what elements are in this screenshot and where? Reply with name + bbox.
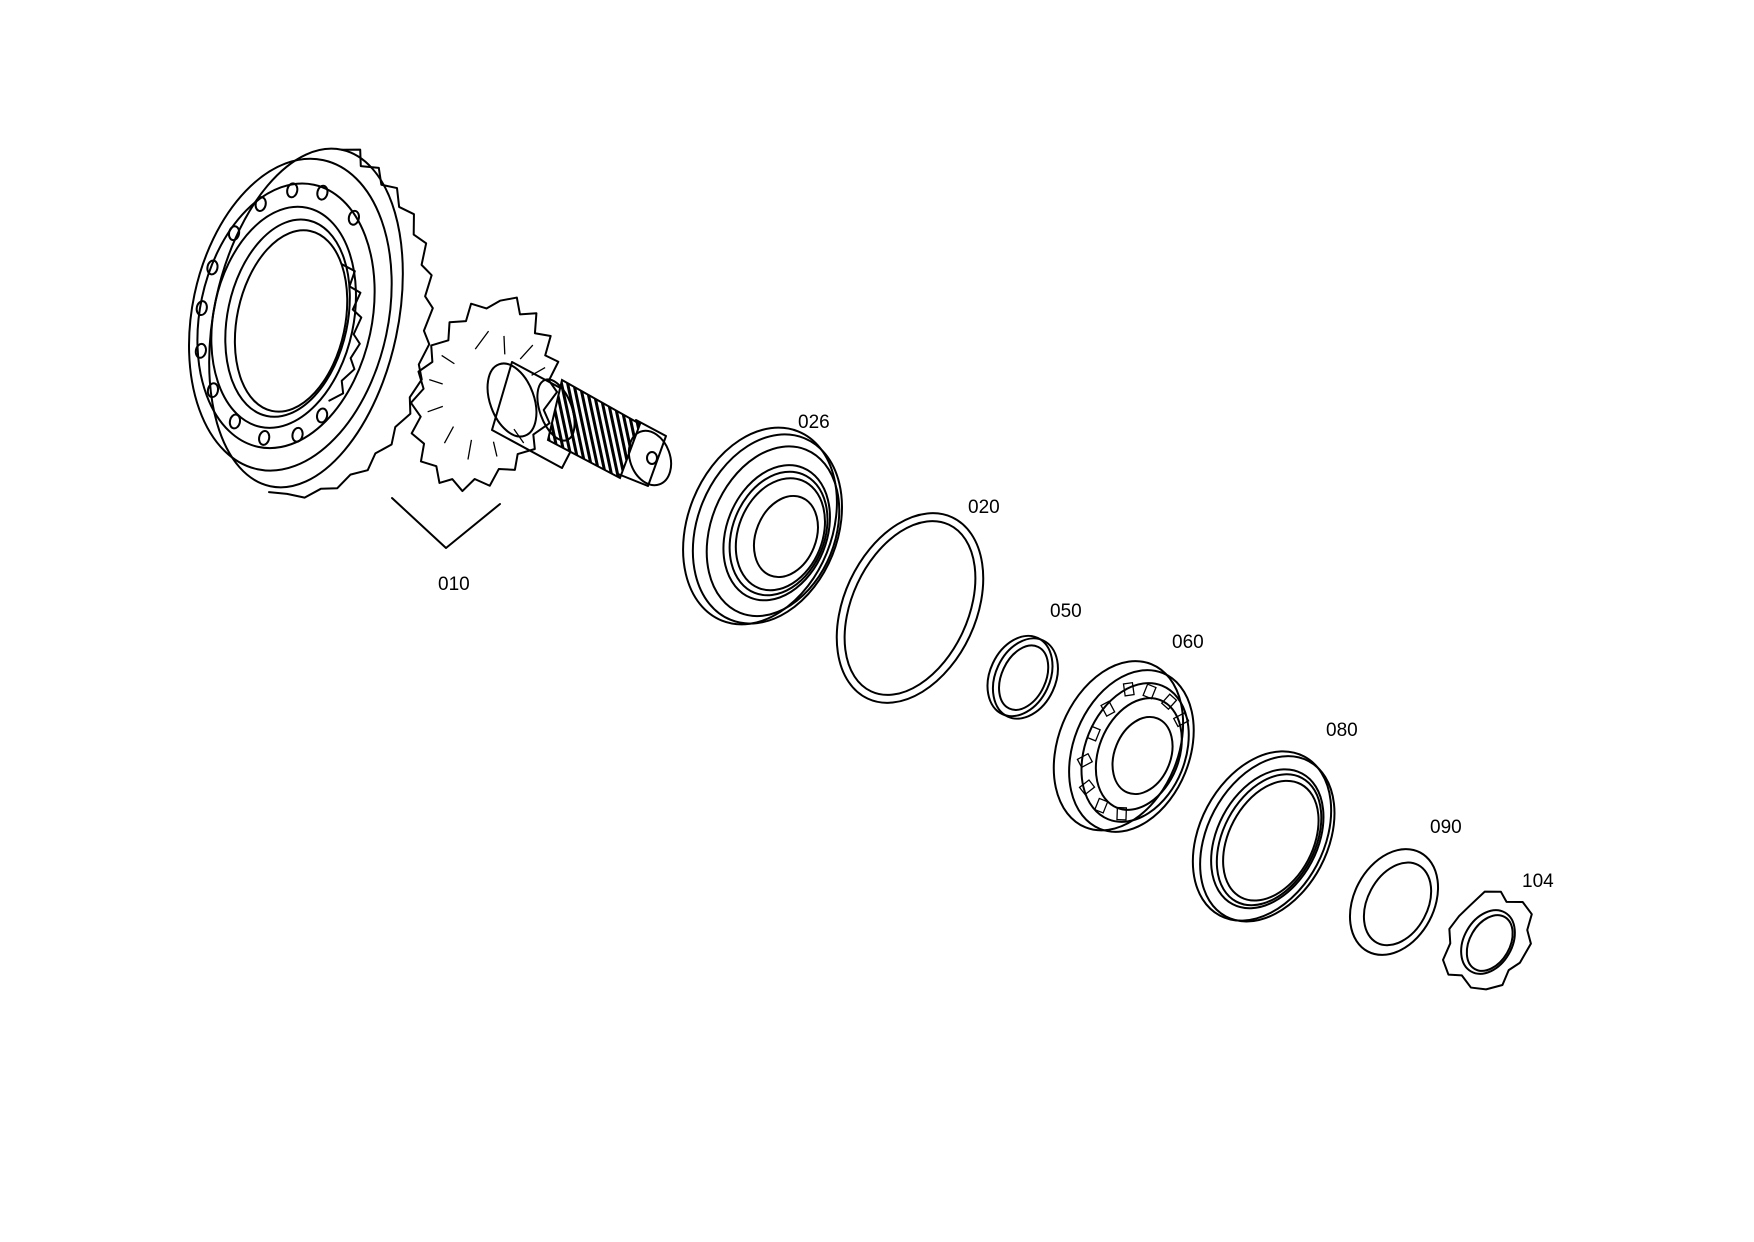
label-010-leader [391,497,501,549]
ring-gear-bolt-holes [194,182,360,446]
ring-gear-mounting-face [196,182,376,450]
pinion-shaft-splines [546,378,642,480]
spacer-ring [986,634,1059,720]
tapered-roller-bearing [1052,660,1195,833]
label-020: 020 [968,497,1000,518]
ring-gear-teeth [267,148,434,499]
label-104: 104 [1522,871,1554,892]
pinion-gear-teeth [409,296,560,493]
tapered-roller-bearing-rollers [1076,681,1190,821]
label-010: 010 [438,574,470,595]
washer [1348,848,1440,956]
label-026: 026 [798,412,830,433]
large-bearing-outer-race [682,426,838,626]
label-090: 090 [1430,817,1462,838]
ring-gear [188,147,434,499]
o-ring [835,512,985,704]
label-080: 080 [1326,720,1358,741]
slotted-nut [1442,890,1533,991]
pinion-shaft [409,296,673,493]
large-bearing-inner-race [734,477,826,592]
label-060: 060 [1172,632,1204,653]
shaft-seal [1191,750,1336,923]
label-050: 050 [1050,601,1082,622]
